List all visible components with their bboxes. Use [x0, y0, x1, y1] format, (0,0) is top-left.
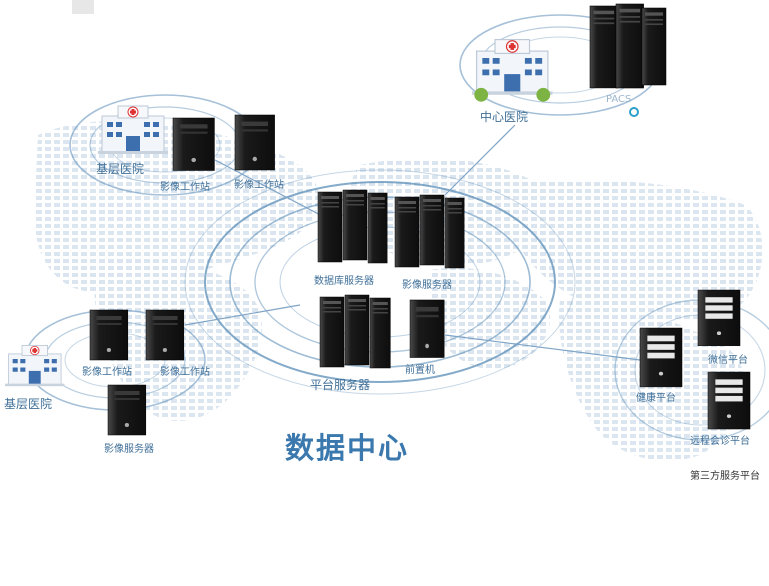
- health-platform-label: 健康平台: [636, 393, 676, 404]
- basic-hospital-bottom-building: [4, 344, 65, 387]
- pacs-servers: [589, 3, 667, 89]
- pacs-indicator-icon: [629, 107, 639, 117]
- database-servers: [317, 189, 388, 264]
- basic-hospital-bottom-label: 基层医院: [4, 397, 53, 411]
- front-machine-label: 前置机: [405, 365, 435, 376]
- pacs-label: PACS: [606, 94, 632, 105]
- third-party-group-label: 第三方服务平台: [690, 471, 760, 482]
- center-hospital-building: [471, 39, 554, 102]
- wechat-platform-label: 微信平台: [708, 355, 748, 366]
- platform-servers: [319, 294, 391, 369]
- remote-platform-label: 远程会诊平台: [690, 436, 750, 447]
- front-machine: [409, 299, 445, 359]
- bottom-workstation-2-label: 影像工作站: [160, 367, 210, 378]
- basic-hospital-top-building: [97, 105, 169, 155]
- center-hospital-label: 中心医院: [480, 110, 529, 124]
- database-server-label: 数据库服务器: [314, 276, 374, 287]
- corner-mark: [72, 0, 94, 14]
- data-center-title: 数据中心: [285, 431, 410, 465]
- top-workstation-1-label: 影像工作站: [160, 182, 210, 193]
- top-workstation-2-label: 影像工作站: [234, 180, 284, 191]
- platform-server-label: 平台服务器: [310, 378, 371, 392]
- bottom-workstation-1-label: 影像工作站: [82, 367, 132, 378]
- bottom-image-server-label: 影像服务器: [104, 444, 154, 455]
- image-server-label: 影像服务器: [402, 280, 452, 291]
- image-servers: [394, 194, 465, 269]
- connection-lines: [184, 124, 641, 361]
- basic-hospital-top-label: 基层医院: [96, 162, 145, 176]
